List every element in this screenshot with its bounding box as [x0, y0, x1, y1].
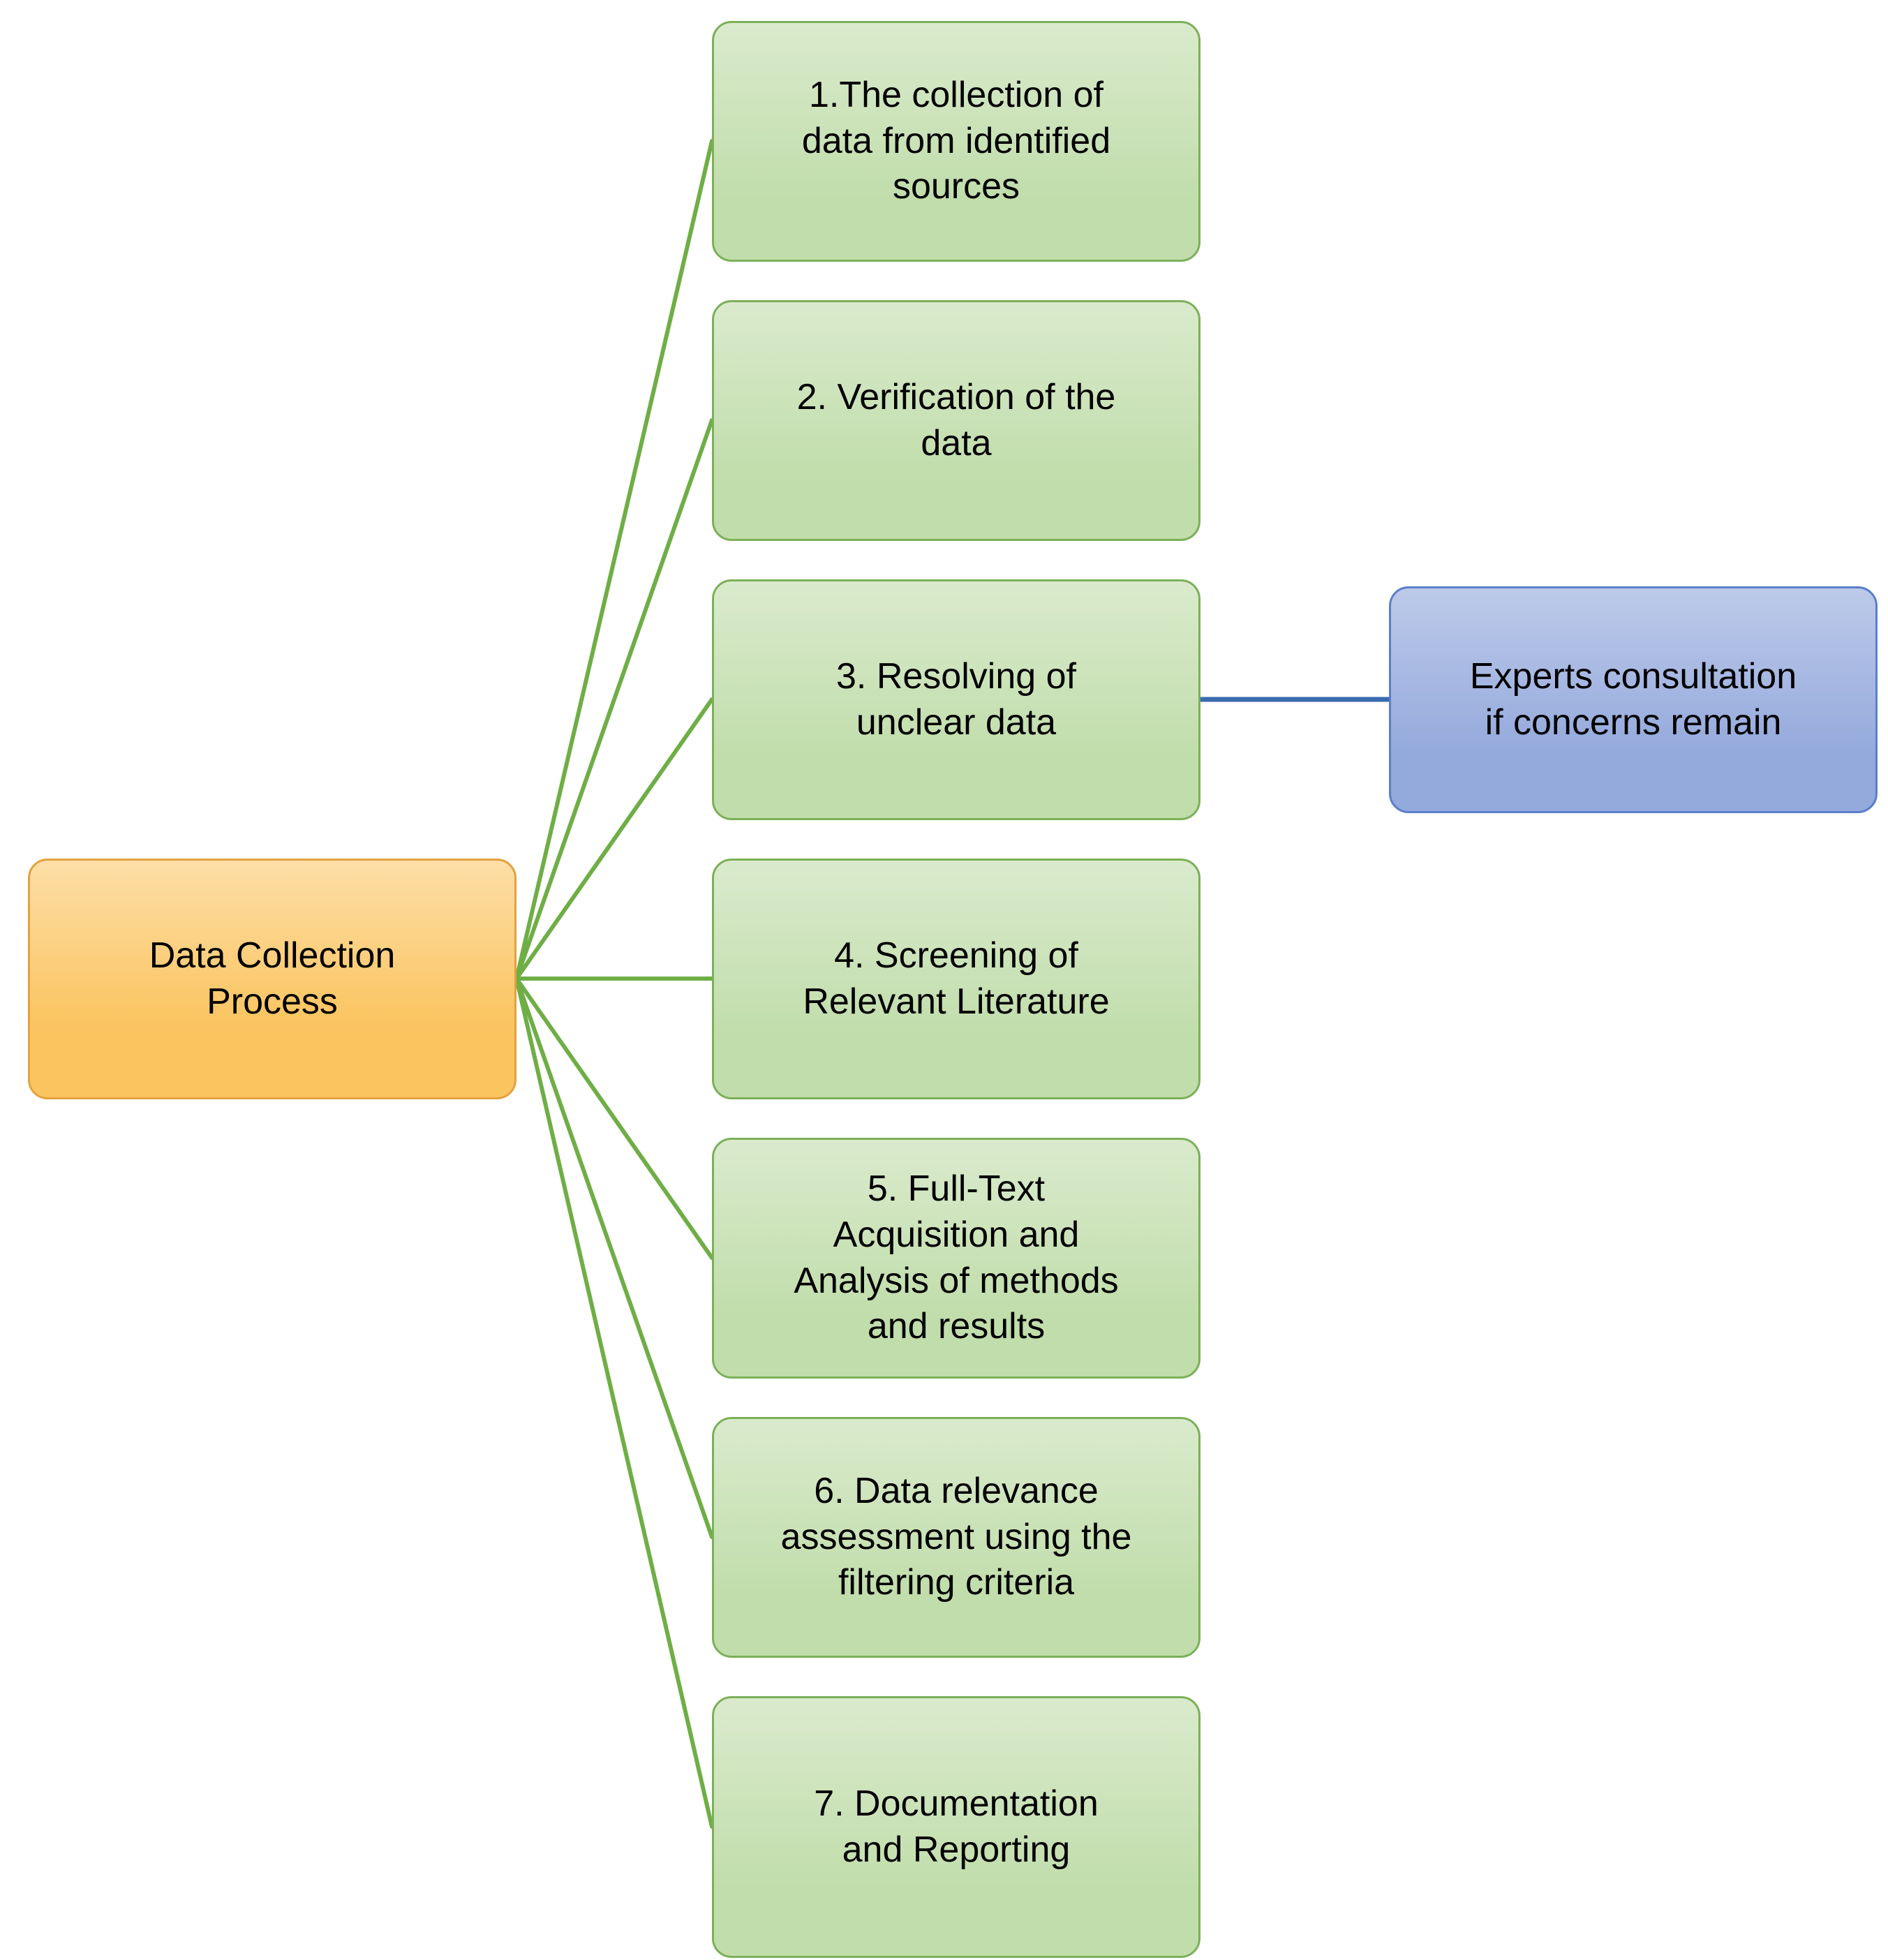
root-node-label: Data Collection Process	[149, 935, 396, 1022]
connector-root-to-step-3	[514, 697, 714, 981]
step-node-4-label: 4. Screening of Relevant Literature	[803, 935, 1110, 1022]
step-node-3-resolving-unclear-data: 3. Resolving of unclear data	[712, 579, 1201, 820]
step-node-4-screening-literature: 4. Screening of Relevant Literature	[712, 859, 1201, 1099]
step-node-1-label: 1.The collection of data from identified…	[801, 75, 1111, 207]
step-node-6-label: 6. Data relevance assessment using the f…	[780, 1471, 1132, 1603]
note-node-experts-consultation: Experts consultation if concerns remain	[1389, 586, 1878, 813]
connector-root-to-step-6	[514, 977, 714, 1539]
step-node-6-data-relevance-assessment: 6. Data relevance assessment using the f…	[712, 1417, 1201, 1658]
step-node-7-documentation-reporting: 7. Documentation and Reporting	[712, 1696, 1201, 1958]
step-node-7-label: 7. Documentation and Reporting	[814, 1783, 1099, 1870]
connector-root-to-step-1	[514, 139, 714, 981]
step-node-5-label: 5. Full-Text Acquisition and Analysis of…	[794, 1168, 1119, 1347]
root-node-data-collection-process: Data Collection Process	[28, 859, 516, 1099]
connector-root-to-step-7	[514, 977, 714, 1829]
step-node-2-label: 2. Verification of the data	[796, 376, 1116, 463]
connector-root-to-step-2	[514, 418, 714, 981]
step-node-2-verification: 2. Verification of the data	[712, 300, 1201, 541]
connector-root-to-step-5	[514, 977, 714, 1260]
note-node-label: Experts consultation if concerns remain	[1469, 655, 1797, 743]
step-node-1-collection-of-data: 1.The collection of data from identified…	[712, 21, 1201, 262]
step-node-3-label: 3. Resolving of unclear data	[836, 655, 1076, 743]
step-node-5-full-text-acquisition: 5. Full-Text Acquisition and Analysis of…	[712, 1138, 1201, 1379]
